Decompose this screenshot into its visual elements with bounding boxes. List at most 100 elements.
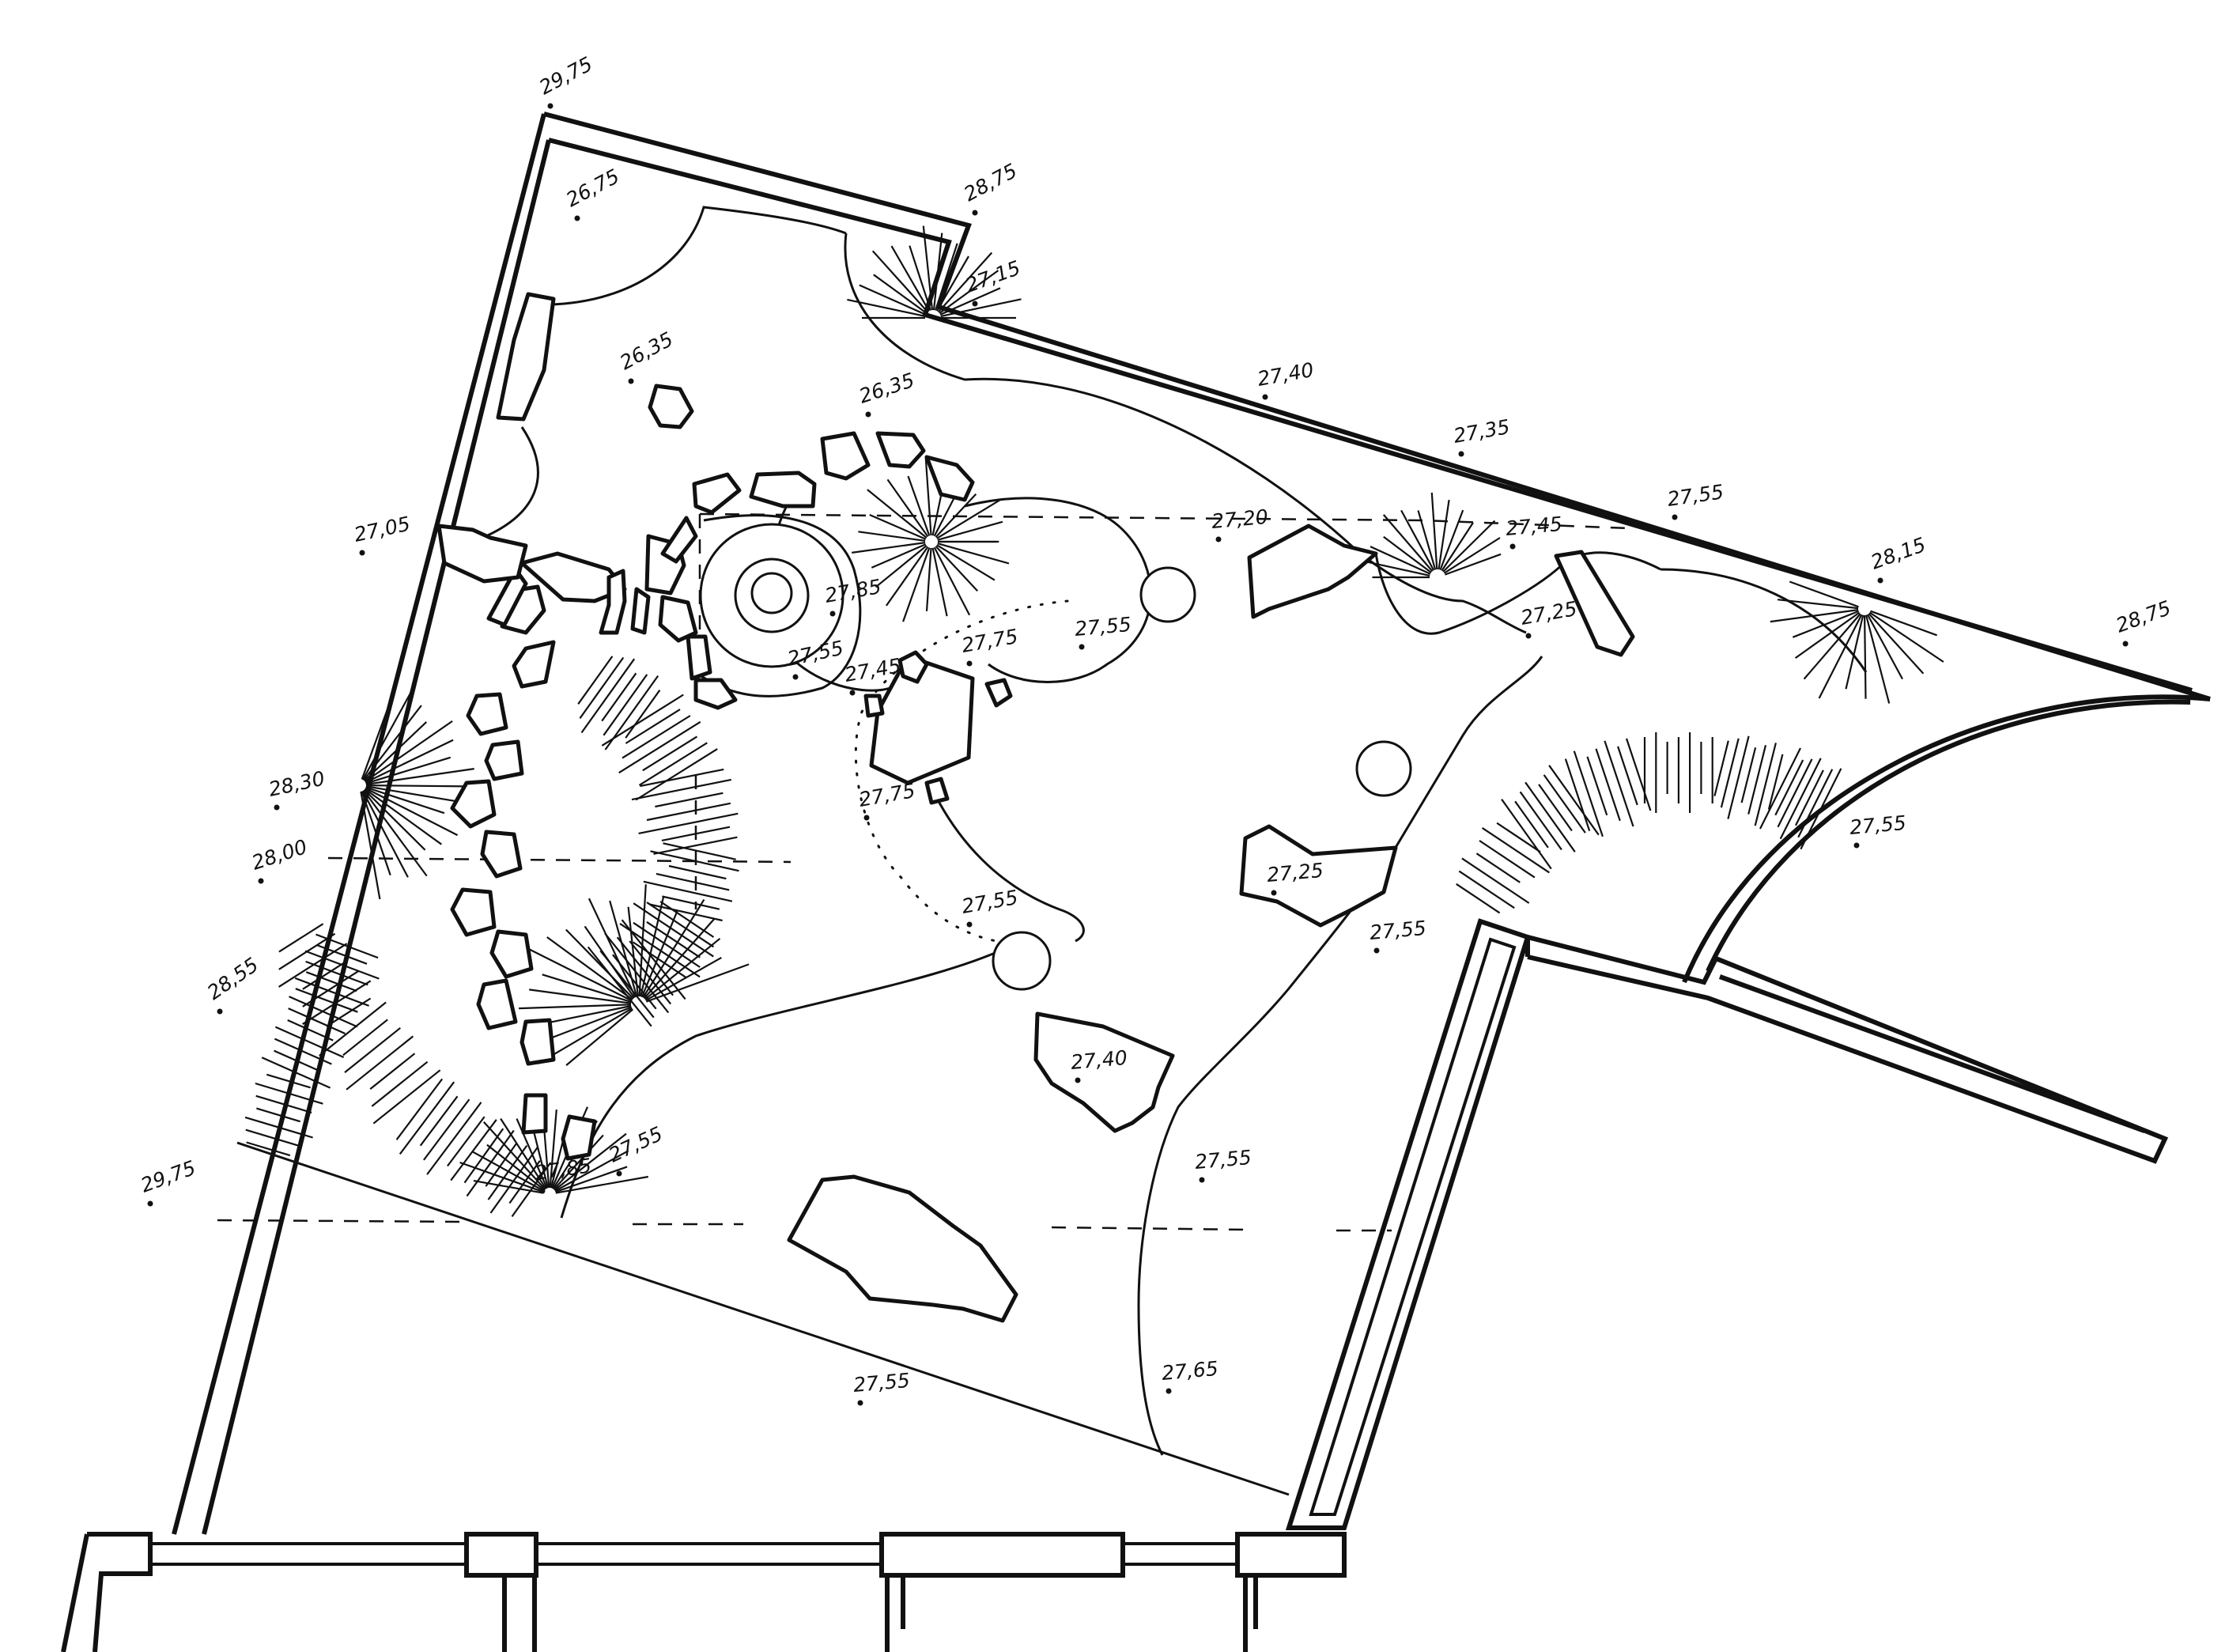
hatch-west-arc <box>625 709 681 744</box>
stepping-stone <box>450 779 497 829</box>
hatch-west-arc <box>625 690 661 739</box>
spot-height-label: 27,20 <box>1211 505 1269 533</box>
hatch-west-edge <box>274 1026 345 1059</box>
hatch-fountain-star <box>869 513 927 540</box>
hatch-center-fan <box>640 896 665 997</box>
spot-height-marker <box>829 611 836 617</box>
stepping-stone <box>561 1114 597 1161</box>
pillar-b <box>1235 1532 1347 1578</box>
hatch-fountain-star <box>886 478 929 538</box>
hatch-center-fan <box>565 928 634 1000</box>
hatch-east-arc <box>1458 870 1515 909</box>
fountain-rock <box>820 431 871 481</box>
dashed-lines <box>217 512 1630 1232</box>
spot-height-marker <box>1271 890 1277 896</box>
hatch-sw-arc <box>511 1162 552 1218</box>
hatch-ne-corner <box>871 250 929 313</box>
hatch-east-fan <box>1803 613 1861 680</box>
spot-height-marker <box>972 210 978 216</box>
hatch-east-fan <box>1845 614 1865 690</box>
hatch-east-arc <box>1461 857 1530 904</box>
hatch-center-fan <box>542 973 632 1004</box>
hatch-center-fan <box>542 1004 632 1025</box>
hatch-west-arc <box>621 919 686 1000</box>
spot-height-label: 27,40 <box>1070 1046 1128 1074</box>
dashed-line-middle <box>327 856 792 864</box>
spot-height-label: 27,05 <box>352 512 412 546</box>
hatch-sw-arc <box>466 1129 515 1197</box>
hatch-fountain-star <box>924 456 932 536</box>
fountain-rock <box>658 595 698 643</box>
hatch-west-arc <box>668 864 727 880</box>
hatch-east-arc <box>1548 765 1600 836</box>
hatch-east-arc <box>1713 740 1729 796</box>
spot-height-marker <box>972 301 978 307</box>
contour-nw-bay-lower <box>482 426 539 539</box>
hatch-center-fan <box>645 956 722 1002</box>
slope-hatching <box>244 225 1944 1218</box>
hatch-west-arc <box>650 850 739 872</box>
spot-height-label: 28,30 <box>266 767 327 801</box>
hatch-west-arc <box>587 946 652 1027</box>
hatch-west-edge <box>245 1128 302 1147</box>
hatch-west-fan <box>364 721 428 782</box>
spot-height-marker <box>792 674 799 680</box>
hatch-north-step <box>1442 520 1496 573</box>
hatch-center-fan <box>538 1006 633 1044</box>
hatch-fountain-star <box>937 542 1010 565</box>
basin-jet <box>750 572 793 614</box>
hatch-west-fan <box>365 784 467 788</box>
hatch-sw-arc <box>447 1116 485 1167</box>
hatch-south-fan <box>555 1175 648 1194</box>
hatch-north-step <box>1383 535 1432 573</box>
contour-lines <box>236 206 1868 1496</box>
building-front-left-outer <box>61 1533 89 1652</box>
hatch-north-step <box>1430 492 1438 570</box>
hatch-sw-arc <box>463 1128 504 1184</box>
fountain-rock <box>863 694 885 718</box>
hatch-east-arc <box>1797 769 1834 838</box>
hatch-ne-corner <box>939 287 1001 316</box>
hatch-south-fan <box>554 1150 629 1193</box>
hatch-west-arc <box>643 880 733 902</box>
spot-height-marker <box>217 1008 223 1015</box>
hatch-sw-arc <box>278 923 324 953</box>
hatch-west-fan <box>361 701 391 780</box>
hatch-sw-arc <box>346 1035 414 1091</box>
hatch-sw-arc <box>344 1026 401 1073</box>
hatch-south-fan <box>500 1117 547 1189</box>
fountain-rock <box>924 777 950 805</box>
spot-height-marker <box>258 878 264 884</box>
hatch-north-step <box>1370 546 1431 575</box>
pillar-a <box>464 1532 538 1578</box>
hatch-west-arc <box>601 672 637 722</box>
spot-height-label: 27,65 <box>1161 1357 1219 1385</box>
hatch-ne-corner <box>859 284 927 316</box>
hatch-north-step <box>1439 509 1464 570</box>
stone-center <box>1033 1011 1175 1133</box>
hatch-sw-arc <box>489 1147 538 1214</box>
hatch-east-fan <box>1868 611 1944 663</box>
hatch-west-edge <box>295 988 358 1013</box>
south-east-wall-inner <box>1718 974 2146 1133</box>
hatch-sw-arc <box>487 1144 528 1200</box>
spot-height-marker <box>1215 536 1222 542</box>
spot-height-label: 27,55 <box>1849 811 1907 839</box>
stepping-stone <box>466 692 508 736</box>
hatch-north-step <box>1443 537 1501 574</box>
fountain-rock <box>897 650 929 684</box>
spot-height-label: 27,75 <box>960 625 1020 657</box>
hatch-west-arc <box>635 748 718 801</box>
contour-upper-room <box>964 497 1152 683</box>
spot-height-marker <box>863 815 870 821</box>
hatch-sw-arc <box>319 1001 387 1057</box>
hatch-sw-arc <box>395 1078 444 1140</box>
hatch-west-arc <box>662 895 720 910</box>
hatch-east-arc <box>1524 781 1576 852</box>
spot-height-label: 27,55 <box>1666 480 1725 511</box>
hatch-west-arc <box>622 715 691 759</box>
hatch-south-fan <box>549 1110 557 1189</box>
hatch-west-fan <box>364 720 453 783</box>
stone-east-center <box>1239 824 1398 928</box>
stepping-stone <box>484 739 524 781</box>
